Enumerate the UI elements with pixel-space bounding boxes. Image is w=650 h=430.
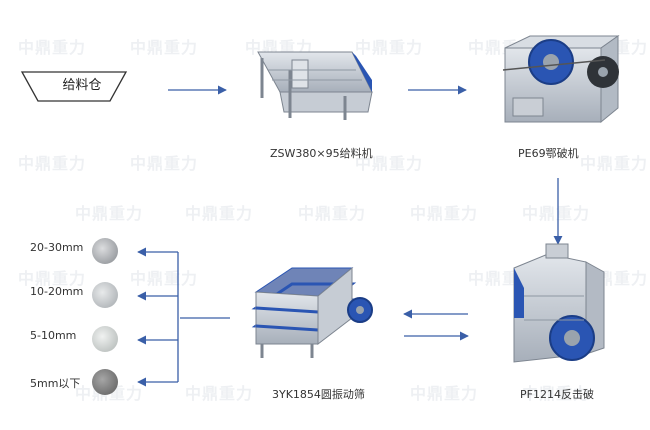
hopper-icon: [20, 71, 128, 102]
stone-gravel-icon: [92, 238, 118, 264]
watermark: 中鼎重力: [185, 384, 254, 403]
watermark: 中鼎重力: [522, 204, 591, 223]
watermark: 中鼎重力: [522, 384, 591, 403]
vibrating-screen-icon: [251, 266, 373, 358]
watermark: 中鼎重力: [130, 38, 199, 57]
watermark: 中鼎重力: [75, 204, 144, 223]
watermark: 中鼎重力: [410, 204, 479, 223]
watermark: 中鼎重力: [355, 154, 424, 173]
watermark: 中鼎重力: [298, 204, 367, 223]
feeder-label: ZSW380×95给料机: [270, 147, 373, 160]
impact-crusher-label: PF1214反击破: [520, 388, 594, 401]
watermark: 中鼎重力: [130, 269, 199, 288]
watermark: 中鼎重力: [18, 154, 87, 173]
watermark: 中鼎重力: [355, 38, 424, 57]
jaw-crusher-icon: [502, 35, 620, 124]
vibrating-feeder-icon: [257, 51, 373, 120]
watermark: 中鼎重力: [130, 154, 199, 173]
watermark: 中鼎重力: [410, 384, 479, 403]
stone-gravel-icon: [92, 282, 118, 308]
impact-crusher-icon: [513, 243, 605, 363]
output-size-label: 20-30mm: [30, 241, 84, 254]
hopper-label: 给料仓: [62, 78, 102, 93]
stone-chips-icon: [92, 326, 118, 352]
jaw-crusher-label: PE69鄂破机: [518, 147, 579, 160]
watermark: 中鼎重力: [18, 38, 87, 57]
sand-icon: [92, 369, 118, 395]
watermark: 中鼎重力: [580, 154, 649, 173]
output-size-label: 10-20mm: [30, 285, 84, 298]
vibrating-screen-label: 3YK1854圆振动筛: [272, 388, 365, 401]
watermark: 中鼎重力: [185, 204, 254, 223]
output-size-label: 5mm以下: [30, 377, 81, 390]
watermark: 中鼎重力: [18, 269, 87, 288]
output-distributor: [137, 247, 230, 387]
output-size-label: 5-10mm: [30, 329, 77, 342]
